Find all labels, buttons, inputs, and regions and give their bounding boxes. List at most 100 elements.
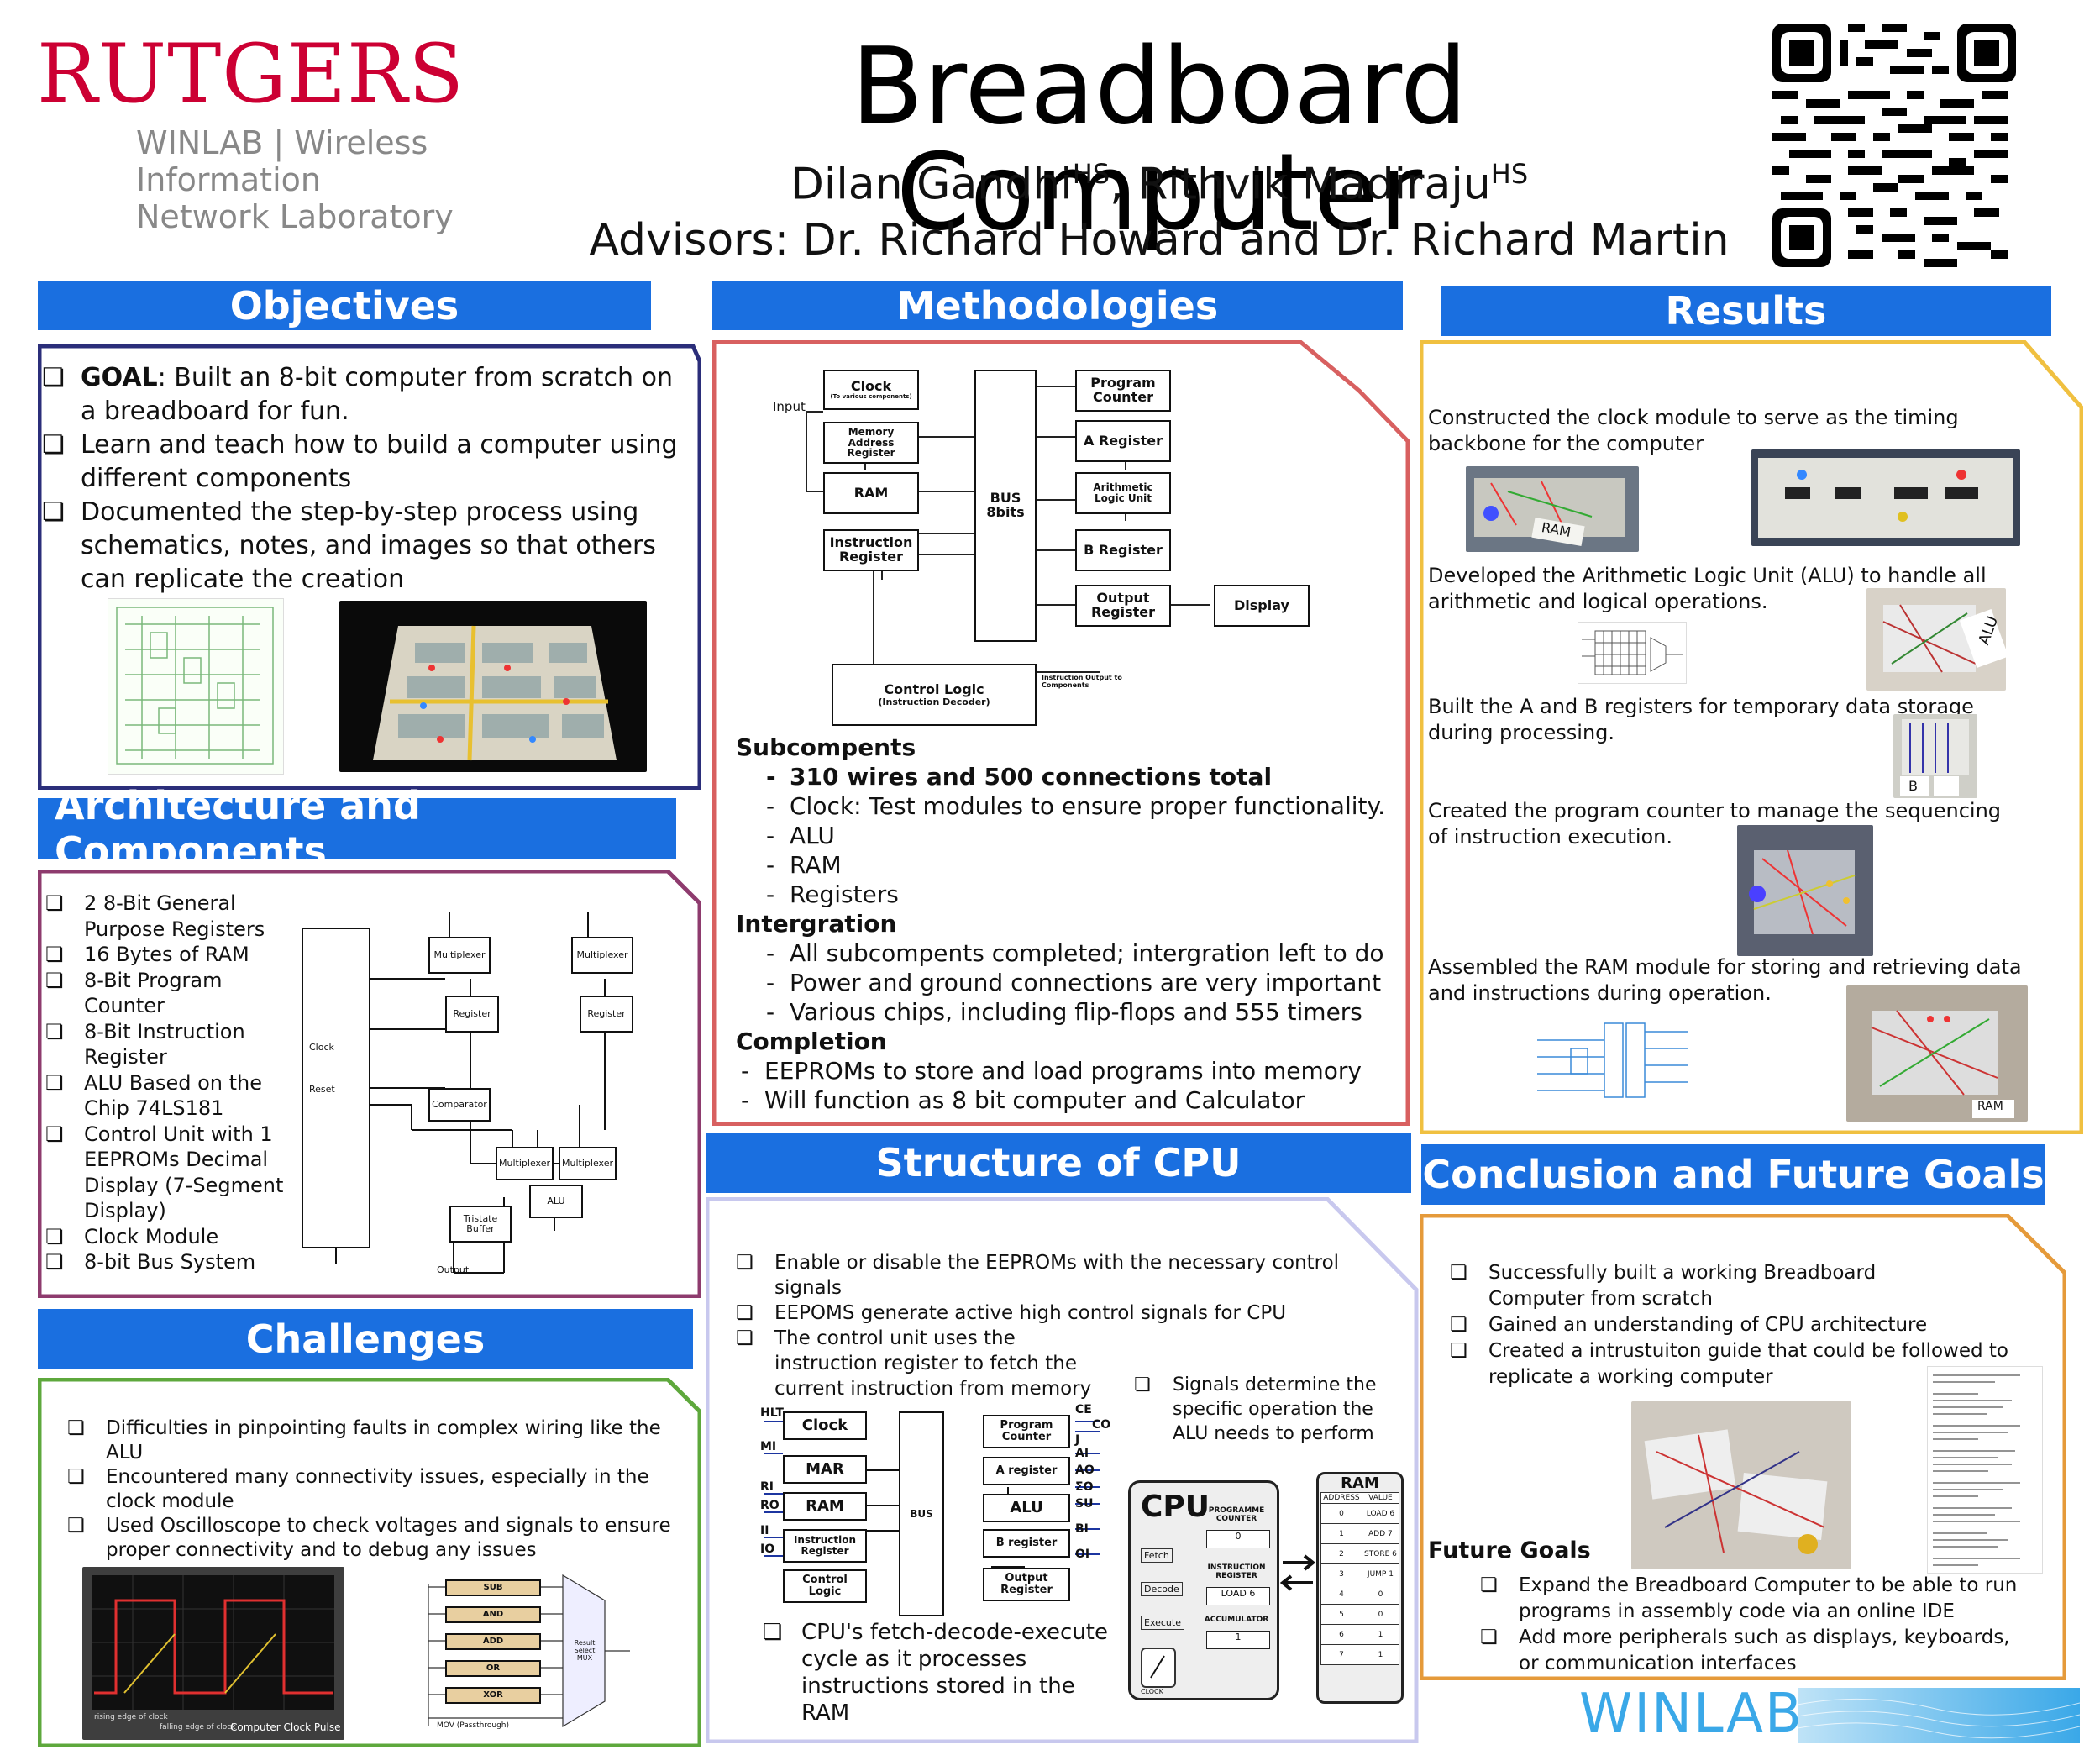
cpu-output-register: Output Register xyxy=(983,1568,1070,1601)
author-1: Dilan Gandhi xyxy=(790,159,1073,210)
arch-item: 2 8-Bit General Purpose Registers xyxy=(45,891,297,942)
meth-instruction-register: Instruction Register xyxy=(823,529,919,571)
conclusion-list: Successfully built a working Breadboard … xyxy=(1450,1260,2021,1390)
meth-bus: BUS 8bits xyxy=(974,370,1037,642)
subcomponent-item: RAM xyxy=(761,850,1391,880)
ram-val: STORE 6 xyxy=(1361,1543,1400,1564)
challenge-item: Difficulties in pinpointing faults in co… xyxy=(67,1416,672,1465)
meth-a-register: A Register xyxy=(1075,420,1171,462)
mux-pass-label: MOV (Passthrough) xyxy=(437,1721,510,1730)
cpu-fde-item: CPU's fetch-decode-execute cycle as it p… xyxy=(763,1619,1116,1726)
cpu-signal-ce: CE xyxy=(1075,1403,1092,1416)
cpu-ram: RAM xyxy=(783,1492,867,1521)
oscilloscope-photo: rising edge of clock falling edge of clo… xyxy=(82,1567,344,1740)
meth-control-label: Control Logic xyxy=(884,681,984,697)
scope-fall-label: falling edge of clock xyxy=(160,1723,236,1732)
conclusion-item: Successfully built a working Breadboard … xyxy=(1450,1260,1959,1312)
objectives-schematic-image xyxy=(108,598,284,775)
ram-addr: 1 xyxy=(1320,1523,1362,1544)
methodologies-border xyxy=(712,340,1410,1126)
meth-control-logic: Control Logic(Instruction Decoder) xyxy=(832,664,1037,726)
cpu-item: EEPOMS generate active high control sign… xyxy=(736,1301,1357,1326)
meth-alu: Arithmetic Logic Unit xyxy=(1075,472,1171,514)
arch-register-1: Register xyxy=(445,996,499,1033)
program-counter-photo xyxy=(1737,825,1873,956)
cpu-clock-label: CLOCK xyxy=(1141,1688,1163,1695)
subcomponents-title: Subcompents xyxy=(736,733,916,761)
future-goal-item: Expand the Breadboard Computer to be abl… xyxy=(1480,1573,2018,1625)
cpu-signal-co: CO xyxy=(1092,1418,1111,1432)
ram-val: 0 xyxy=(1361,1584,1400,1605)
cpu-ir-value: LOAD 6 xyxy=(1206,1587,1270,1605)
arch-register-2: Register xyxy=(580,996,633,1033)
methodologies-diagram: Input Clock(To various components) Memor… xyxy=(756,361,1344,731)
meth-clock: Clock(To various components) xyxy=(823,370,919,410)
architecture-header: Architecture and Components xyxy=(38,783,676,874)
ram-addr: 4 xyxy=(1320,1584,1362,1605)
subcomponent-item: Clock: Test modules to ensure proper fun… xyxy=(761,791,1391,821)
integration-item: All subcompents completed; intergration … xyxy=(761,938,1391,968)
mux-op-or: OR xyxy=(445,1660,541,1677)
cpu-clock-icon xyxy=(1141,1648,1176,1688)
cpu-pc-value: 0 xyxy=(1206,1530,1270,1548)
meth-ram: RAM xyxy=(823,472,919,514)
arch-item: 8-Bit Instruction Register xyxy=(45,1019,297,1070)
meth-program-counter: Program Counter xyxy=(1075,370,1171,412)
meth-display: Display xyxy=(1214,585,1310,627)
results-header: Results xyxy=(1441,286,2051,336)
arch-mux-4: Multiplexer xyxy=(559,1147,617,1180)
meth-clock-label: Clock xyxy=(850,377,892,394)
goal-text: : Built an 8-bit computer from scratch o… xyxy=(81,363,673,426)
results-text-5: Assembled the RAM module for storing and… xyxy=(1428,955,2022,1005)
objective-item: Learn and teach how to build a computer … xyxy=(42,428,680,496)
arch-comparator: Comparator xyxy=(428,1088,491,1122)
winlab-subtitle-2: Network Laboratory xyxy=(136,198,454,235)
meth-control-out-label: Instruction Output to Components xyxy=(1042,674,1122,689)
mux-label: Result Select MUX xyxy=(574,1639,596,1662)
results-text-2: Developed the Arithmetic Logic Unit (ALU… xyxy=(1428,564,1987,613)
arch-item: 8-Bit Program Counter xyxy=(45,968,297,1019)
qr-code[interactable] xyxy=(1772,24,2016,267)
cpu-control-logic: Control Logic xyxy=(783,1569,867,1603)
results-text-3: Built the A and B registers for temporar… xyxy=(1428,695,1974,744)
arch-mux-1: Multiplexer xyxy=(428,937,491,974)
cpu-acc-label: ACCUMULATOR xyxy=(1204,1616,1269,1624)
winlab-wave-graphic xyxy=(1798,1688,2080,1743)
ram-val: LOAD 6 xyxy=(1361,1503,1400,1524)
result-mux-diagram: SUB AND ADD OR XOR Result Select MUX MOV… xyxy=(403,1567,680,1743)
arch-mux-2: Multiplexer xyxy=(571,937,633,974)
mux-op-sub: SUB xyxy=(445,1579,541,1596)
challenge-item: Encountered many connectivity issues, es… xyxy=(67,1465,672,1514)
cpu-execute-icon: Execute xyxy=(1141,1616,1184,1630)
alu-photo: ALU xyxy=(1866,588,2006,691)
ram-addr: 7 xyxy=(1320,1644,1362,1665)
ram-graphic-title: RAM xyxy=(1341,1474,1379,1492)
cpu-signal-hlt: HLT xyxy=(760,1406,784,1420)
ram-val: JUMP 1 xyxy=(1361,1563,1400,1584)
meth-output-register: Output Register xyxy=(1075,585,1171,627)
integration-title: Intergration xyxy=(736,910,897,938)
cpu-signals-item: Signals determine the specific operation… xyxy=(1134,1373,1378,1446)
challenges-header: Challenges xyxy=(38,1309,693,1369)
conclusion-border xyxy=(1420,1214,2066,1680)
arch-reset-label: Reset xyxy=(309,1084,335,1095)
meth-mar: Memory Address Register xyxy=(823,422,919,464)
future-goal-item: Add more peripherals such as displays, k… xyxy=(1480,1625,2018,1677)
conclusion-header: Conclusion and Future Goals xyxy=(1421,1144,2045,1205)
cpu-signal-eo: ΣO xyxy=(1075,1480,1094,1494)
ram-val: 0 xyxy=(1361,1604,1400,1625)
arch-mux-3: Multiplexer xyxy=(496,1147,554,1180)
cpu-pc-label: PROGRAMME COUNTER xyxy=(1208,1506,1265,1523)
conclusion-item: Created a intrustuiton guide that could … xyxy=(1450,1338,2021,1390)
objective-item: Documented the step-by-step process usin… xyxy=(42,496,680,596)
cpu-signal-io: IO xyxy=(760,1542,775,1556)
arch-item: 8-bit Bus System xyxy=(45,1249,297,1275)
arch-alu: ALU xyxy=(529,1185,583,1218)
cpu-signal-ri: RI xyxy=(760,1480,774,1494)
ram-val: 1 xyxy=(1361,1644,1400,1665)
cpu-signal-ii: II xyxy=(760,1524,769,1537)
cpu-bus: BUS xyxy=(899,1411,944,1616)
challenges-border xyxy=(38,1378,701,1747)
